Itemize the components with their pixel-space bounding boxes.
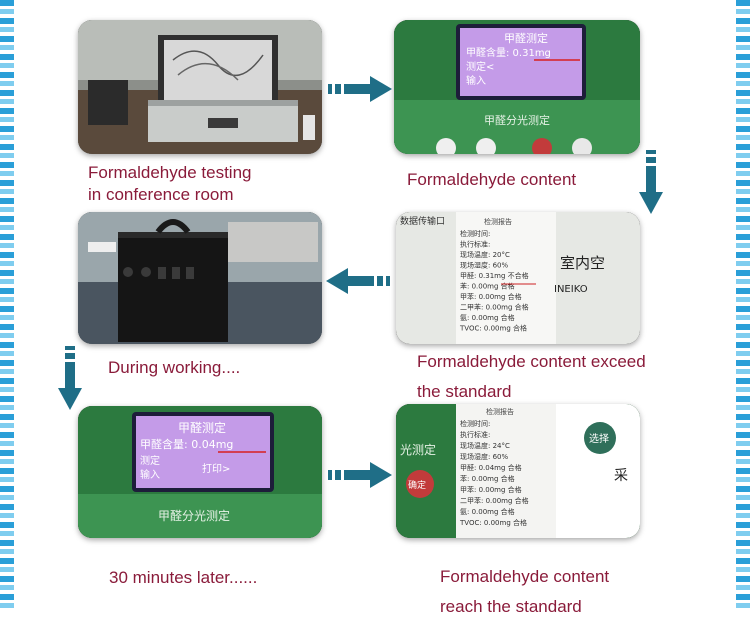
right-decorative-border <box>736 0 750 612</box>
screen1-line1: 甲醛测定 <box>504 31 548 45</box>
caption-step6: Formaldehyde content reach the standard <box>440 567 610 616</box>
photo-ozone-machine-working <box>78 212 322 344</box>
report-row: 现场湿度: 60% <box>460 452 508 461</box>
report-row: 现场湿度: 60% <box>460 261 508 270</box>
report1-header: 数据传输口 <box>400 215 445 227</box>
report-row: 苯: 0.00mg 合格 <box>460 282 515 291</box>
screen2-line4: 输入 <box>140 468 160 481</box>
report-row: 甲苯: 0.00mg 合格 <box>460 292 522 301</box>
screen2-line3: 测定 <box>140 454 160 467</box>
report2-button1: 选择 <box>589 432 609 445</box>
report-row: 苯: 0.00mg 合格 <box>460 474 515 483</box>
photo-instrument-screen-after: 甲醛测定 甲醛含量: 0.04mg 测定 输入 打印> 甲醛分光测定 <box>78 406 322 538</box>
photo-testing-equipment <box>78 20 322 154</box>
arrow-right-icon <box>328 462 392 488</box>
report-row: 甲醛: 0.04mg 合格 <box>460 463 522 472</box>
report-row: TVOC: 0.00mg 合格 <box>459 518 527 527</box>
screen2-line1: 甲醛测定 <box>178 420 226 435</box>
report-row: 现场温度: 24°C <box>460 441 510 450</box>
report-row: 氨: 0.00mg 合格 <box>460 313 515 322</box>
report-row: 甲苯: 0.00mg 合格 <box>460 485 522 494</box>
caption-step1: Formaldehyde testing in conference room <box>88 163 252 204</box>
report-row: 检测时间: <box>460 229 490 238</box>
report2-button2: 确定 <box>408 479 426 491</box>
screen2-line2: 甲醛含量: 0.04mg <box>140 437 233 451</box>
screen1-line4: 输入 <box>466 74 486 87</box>
report2-rows: 检测时间: 执行标准: 现场温度: 24°C 现场湿度: 60% 甲醛: 0.04mg … <box>459 419 529 527</box>
caption-step2: Formaldehyde content <box>407 170 577 189</box>
photo-test-report-after: 光测定 确定 选择 采 检测报告 检测时间: 执行标准: 现场温度: 24°C 现场湿… <box>396 404 640 538</box>
arrow-down-icon <box>58 346 82 410</box>
report2-title: 检测报告 <box>486 407 514 416</box>
report1-brand: INEIKO <box>554 284 588 295</box>
caption-step5: 30 minutes later...... <box>109 568 258 587</box>
report-row: TVOC: 0.00mg 合格 <box>459 324 527 333</box>
report-row: 现场温度: 20°C <box>460 250 510 259</box>
report1-room: 室内空 <box>560 254 605 272</box>
report-row: 检测时间: <box>460 419 490 428</box>
screen2-footer: 甲醛分光测定 <box>158 508 230 523</box>
report-row: 二甲苯: 0.00mg 合格 <box>460 303 529 312</box>
report-row: 甲醛: 0.31mg 不合格 <box>460 271 529 280</box>
report-row: 执行标准: <box>460 430 490 439</box>
report2-edge: 采 <box>614 468 628 484</box>
photo-instrument-screen-before: 甲醛测定 甲醛含量: 0.31mg 测定< 输入 甲醛分光测定 <box>394 20 640 154</box>
photo-test-report-before: 数据传输口 检测报告 室内空 INEIKO 检测时间: 执行标准:现场温度: 20… <box>396 212 640 344</box>
report-row: 执行标准: <box>460 240 490 249</box>
screen1-line3: 测定< <box>466 60 494 73</box>
report2-side: 光测定 <box>400 442 436 457</box>
left-decorative-border <box>0 0 14 612</box>
report1-title: 检测报告 <box>484 217 512 226</box>
screen1-line2: 甲醛含量: 0.31mg <box>466 46 551 59</box>
testing-equipment-illustration <box>78 20 322 154</box>
report1-rows: 检测时间: 执行标准:现场温度: 20°C 现场湿度: 60%甲醛: 0.31mg … <box>459 229 529 333</box>
screen1-footer: 甲醛分光测定 <box>484 113 550 127</box>
report-row: 氨: 0.00mg 合格 <box>460 507 515 516</box>
arrow-left-icon <box>326 268 390 294</box>
caption-step3: During working.... <box>108 358 241 377</box>
arrow-down-icon <box>639 150 663 214</box>
report-row: 二甲苯: 0.00mg 合格 <box>460 496 529 505</box>
caption-step4: Formaldehyde content exceed the standard <box>417 352 646 401</box>
screen2-line5: 打印> <box>202 462 230 475</box>
arrow-right-icon <box>328 76 392 102</box>
